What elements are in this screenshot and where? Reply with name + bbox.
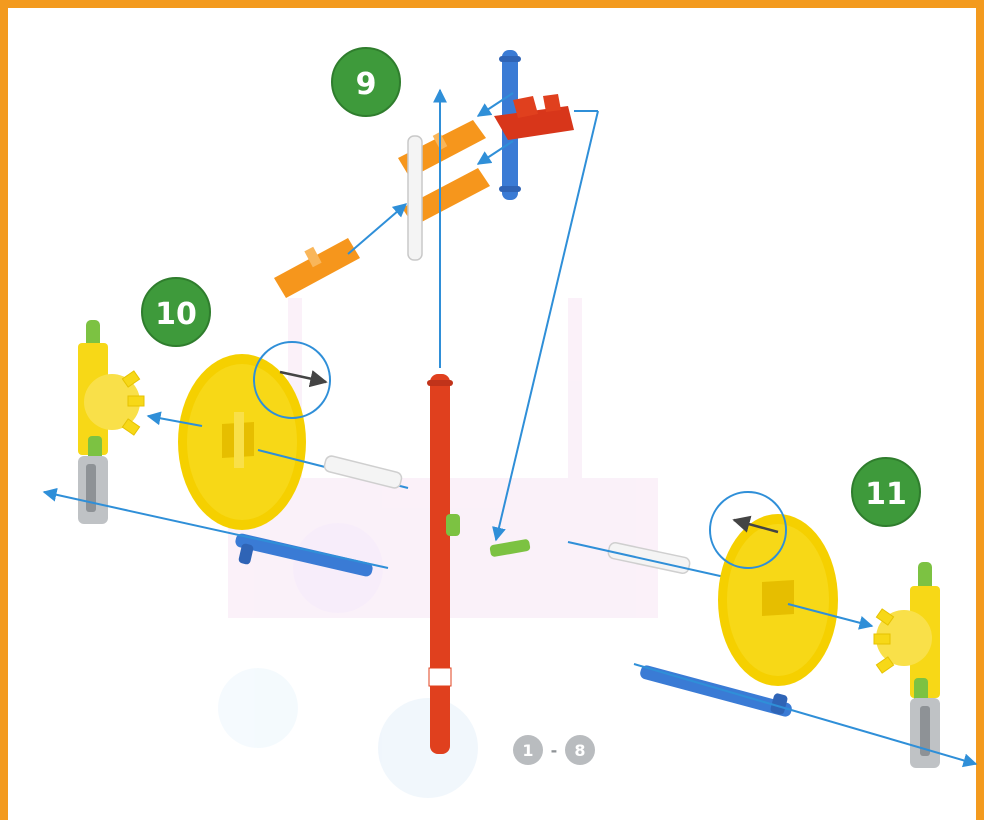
assembly-diagram: 9 10 11 1 - 8 xyxy=(8,8,984,828)
svg-text:9: 9 xyxy=(356,67,377,102)
svg-text:11: 11 xyxy=(865,477,907,512)
step-badge-11: 11 xyxy=(852,458,920,526)
step-badge-9: 9 xyxy=(332,48,400,116)
step-range-badge: 1 - 8 xyxy=(513,735,595,765)
yellow-gear-left xyxy=(178,354,306,530)
svg-text:1: 1 xyxy=(522,741,533,760)
svg-text:-: - xyxy=(551,741,558,760)
orange-connectors xyxy=(274,120,490,298)
step-badge-10: 10 xyxy=(142,278,210,346)
red-rod-center xyxy=(427,374,453,754)
white-rod xyxy=(408,136,422,260)
svg-text:8: 8 xyxy=(574,741,585,760)
svg-text:10: 10 xyxy=(155,297,197,332)
yellow-gear-right xyxy=(718,514,838,686)
